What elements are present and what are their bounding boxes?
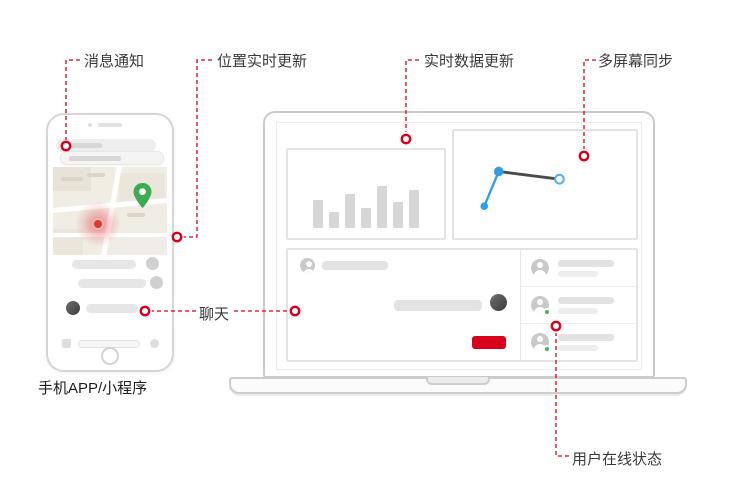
panel-divider xyxy=(520,250,521,360)
line-segment xyxy=(497,170,561,181)
chat-avatar-photo xyxy=(490,294,507,311)
person-icon xyxy=(531,259,549,277)
user-text-bars xyxy=(558,333,614,351)
line-segment xyxy=(483,170,500,208)
user-row xyxy=(521,250,636,287)
map-label-bar xyxy=(87,173,105,177)
user-avatar xyxy=(531,333,551,353)
data-point xyxy=(480,202,489,211)
user-subtext-bar xyxy=(558,307,598,314)
map-label-bar xyxy=(61,177,83,181)
line-chart-panel xyxy=(452,129,638,240)
chat-avatar xyxy=(146,257,159,270)
marker-location xyxy=(171,231,183,243)
online-status-dot xyxy=(543,308,551,316)
notification-text-bar xyxy=(62,143,102,148)
user-list xyxy=(521,250,636,360)
user-row xyxy=(521,324,636,360)
user-name-bar xyxy=(558,296,614,304)
send-button xyxy=(472,336,506,349)
laptop-notch xyxy=(426,377,490,385)
user-name-bar xyxy=(558,259,614,267)
bar xyxy=(345,194,355,228)
laptop-display-area xyxy=(276,122,642,370)
location-dot xyxy=(92,218,104,230)
user-name-bar xyxy=(558,333,614,341)
user-text-bars xyxy=(558,296,614,314)
chat-bubble-bar xyxy=(86,304,138,313)
chat-avatar xyxy=(150,276,163,289)
chat-bubble-bar xyxy=(72,260,136,269)
user-avatar xyxy=(531,296,551,316)
notification-text-bar xyxy=(69,156,121,161)
map-view xyxy=(53,167,167,255)
callout-label-location: 位置实时更新 xyxy=(217,53,308,70)
chat-bubble-bar xyxy=(78,279,146,288)
user-avatar xyxy=(531,259,549,277)
data-point xyxy=(554,173,565,185)
phone-mockup xyxy=(46,113,174,372)
bar-chart-panel xyxy=(286,148,446,240)
bar-chart xyxy=(288,186,444,228)
bar xyxy=(393,202,403,228)
chat-message-bar xyxy=(322,261,388,270)
data-point xyxy=(493,166,504,177)
phone-speaker xyxy=(98,123,122,127)
user-text-bars xyxy=(558,259,614,277)
user-subtext-bar xyxy=(558,344,598,351)
user-subtext-bar xyxy=(558,270,598,277)
connector-location xyxy=(184,59,212,238)
line-chart xyxy=(480,166,565,211)
chat-and-users-panel xyxy=(286,248,638,362)
user-row xyxy=(521,287,636,324)
notification-banner-2 xyxy=(60,151,164,165)
callout-label-online-status: 用户在线状态 xyxy=(572,451,663,468)
callout-label-realtime-data: 实时数据更新 xyxy=(424,53,515,70)
chat-avatar xyxy=(300,258,315,273)
callout-label-notifications: 消息通知 xyxy=(84,53,145,70)
keyboard-icon xyxy=(62,339,71,348)
phone-camera-icon xyxy=(88,123,92,127)
notification-banner-1 xyxy=(56,139,156,152)
phone-caption: 手机APP/小程序 xyxy=(38,380,148,397)
bar xyxy=(409,190,419,228)
online-status-dot xyxy=(543,345,551,353)
chat-message-bar xyxy=(394,300,482,311)
map-label-bar xyxy=(127,213,145,217)
voice-icon xyxy=(150,339,159,348)
callout-label-multiscreen: 多屏幕同步 xyxy=(598,53,674,70)
location-pin-icon xyxy=(133,183,152,209)
callout-label-chat: 聊天 xyxy=(199,306,230,323)
bar xyxy=(361,208,371,228)
bar xyxy=(329,212,339,228)
bar xyxy=(313,200,323,228)
laptop-base xyxy=(229,377,687,394)
home-button xyxy=(101,347,119,365)
chat-avatar-photo xyxy=(66,301,80,315)
bar xyxy=(377,186,387,228)
